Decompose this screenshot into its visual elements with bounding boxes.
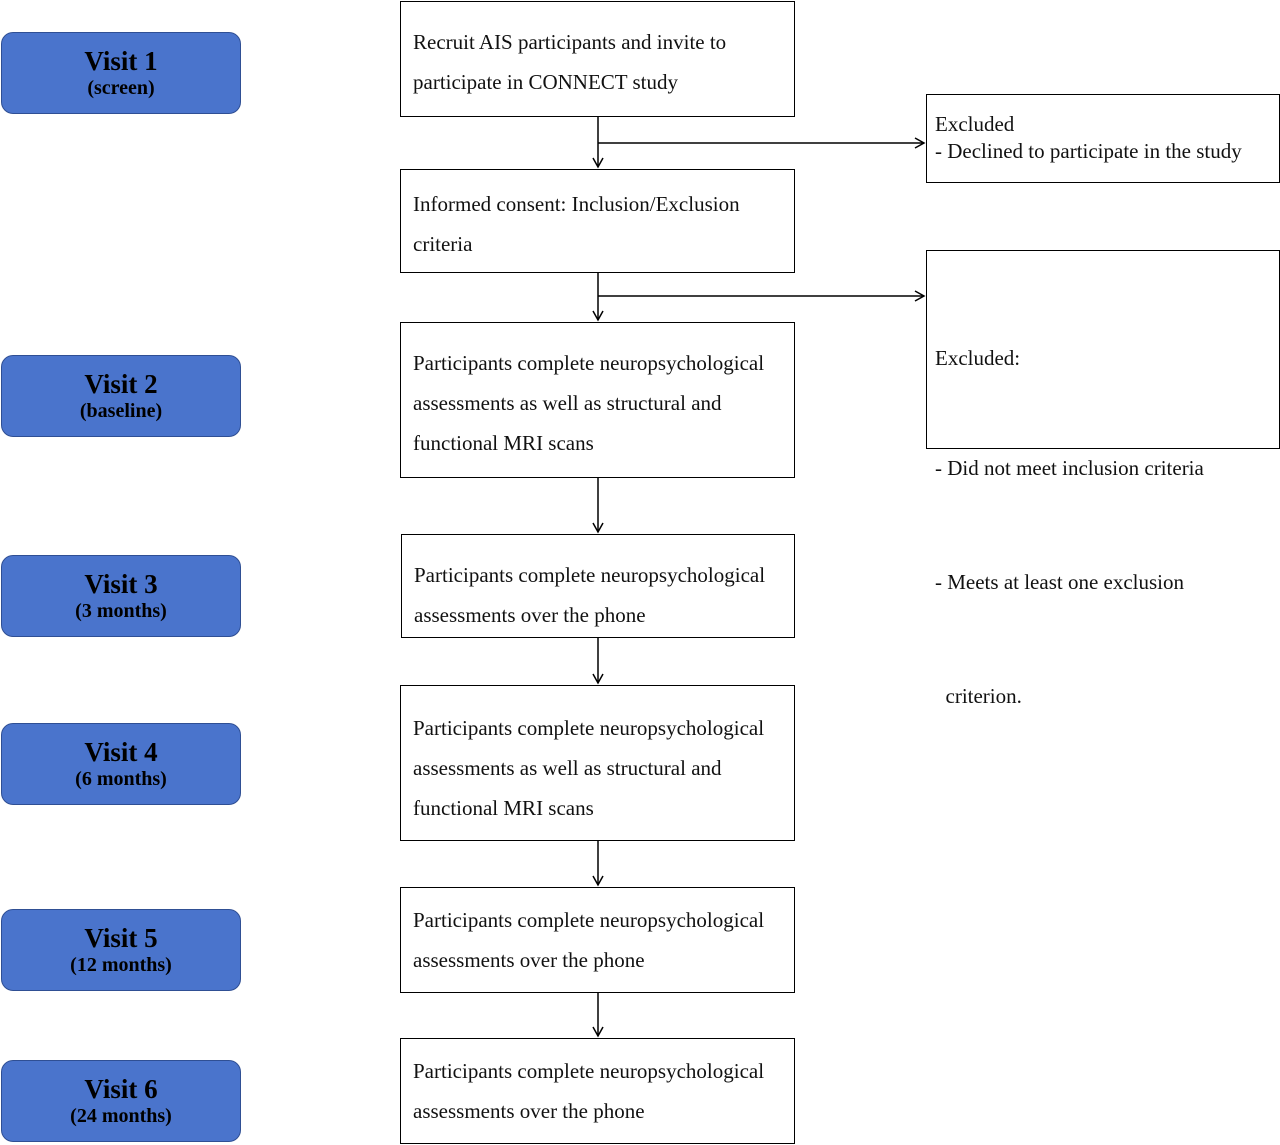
visit-4-step-box: Participants complete neuropsychological…	[400, 685, 795, 841]
visit-subtitle: (screen)	[87, 77, 155, 99]
step-line: Participants complete neuropsychological	[413, 1059, 765, 1083]
visit-subtitle: (6 months)	[75, 768, 167, 790]
visit-title: Visit 1	[84, 46, 158, 76]
recruit-step-box: Recruit AIS participants and invite to p…	[400, 1, 795, 117]
step-line: functional MRI scans	[413, 431, 594, 455]
exclusion-line: - Meets at least one exclusion	[935, 570, 1185, 594]
visit-subtitle: (12 months)	[70, 954, 172, 976]
step-line: Informed consent: Inclusion/Exclusion	[413, 192, 740, 216]
visit-4-label: Visit 4 (6 months)	[1, 723, 241, 805]
step-line: Participants complete neuropsychological	[414, 563, 766, 587]
visit-3-label: Visit 3 (3 months)	[1, 555, 241, 637]
step-line: Participants complete neuropsychological	[413, 351, 765, 375]
step-line: assessments over the phone	[414, 603, 646, 627]
exclusion-line: Excluded:	[935, 346, 1021, 370]
visit-title: Visit 5	[84, 923, 158, 953]
exclusion-declined-box: Excluded - Declined to participate in th…	[926, 94, 1280, 183]
exclusion-line: - Did not meet inclusion criteria	[935, 456, 1204, 480]
visit-5-label: Visit 5 (12 months)	[1, 909, 241, 991]
step-line: Participants complete neuropsychological	[413, 908, 765, 932]
step-line: criteria	[413, 232, 473, 256]
step-line: Participants complete neuropsychological	[413, 716, 765, 740]
step-line: functional MRI scans	[413, 796, 594, 820]
exclusion-criteria-box: Excluded: - Did not meet inclusion crite…	[926, 250, 1280, 708]
visit-2-step-box: Participants complete neuropsychological…	[400, 322, 795, 478]
visit-1-label: Visit 1 (screen)	[1, 32, 241, 114]
step-line: Recruit AIS participants and invite to	[413, 30, 727, 54]
visit-title: Visit 2	[84, 369, 158, 399]
visit-subtitle: (3 months)	[75, 600, 167, 622]
visit-6-label: Visit 6 (24 months)	[1, 1060, 241, 1142]
consent-step-box: Informed consent: Inclusion/Exclusion cr…	[400, 169, 795, 273]
visit-2-label: Visit 2 (baseline)	[1, 355, 241, 437]
visit-3-step-box: Participants complete neuropsychological…	[401, 534, 795, 638]
visit-6-step-box: Participants complete neuropsychological…	[400, 1038, 795, 1144]
exclusion-line: Excluded	[935, 112, 1015, 136]
visit-title: Visit 3	[84, 569, 158, 599]
visit-5-step-box: Participants complete neuropsychological…	[400, 887, 795, 993]
exclusion-line: - Declined to participate in the study	[935, 139, 1242, 163]
step-line: assessments as well as structural and	[413, 391, 722, 415]
visit-subtitle: (24 months)	[70, 1105, 172, 1127]
visit-title: Visit 4	[84, 737, 158, 767]
exclusion-line: criterion.	[935, 684, 1022, 708]
step-line: participate in CONNECT study	[413, 70, 678, 94]
visit-title: Visit 6	[84, 1074, 158, 1104]
step-line: assessments over the phone	[413, 948, 645, 972]
step-line: assessments over the phone	[413, 1099, 645, 1123]
step-line: assessments as well as structural and	[413, 756, 722, 780]
visit-subtitle: (baseline)	[79, 400, 163, 422]
